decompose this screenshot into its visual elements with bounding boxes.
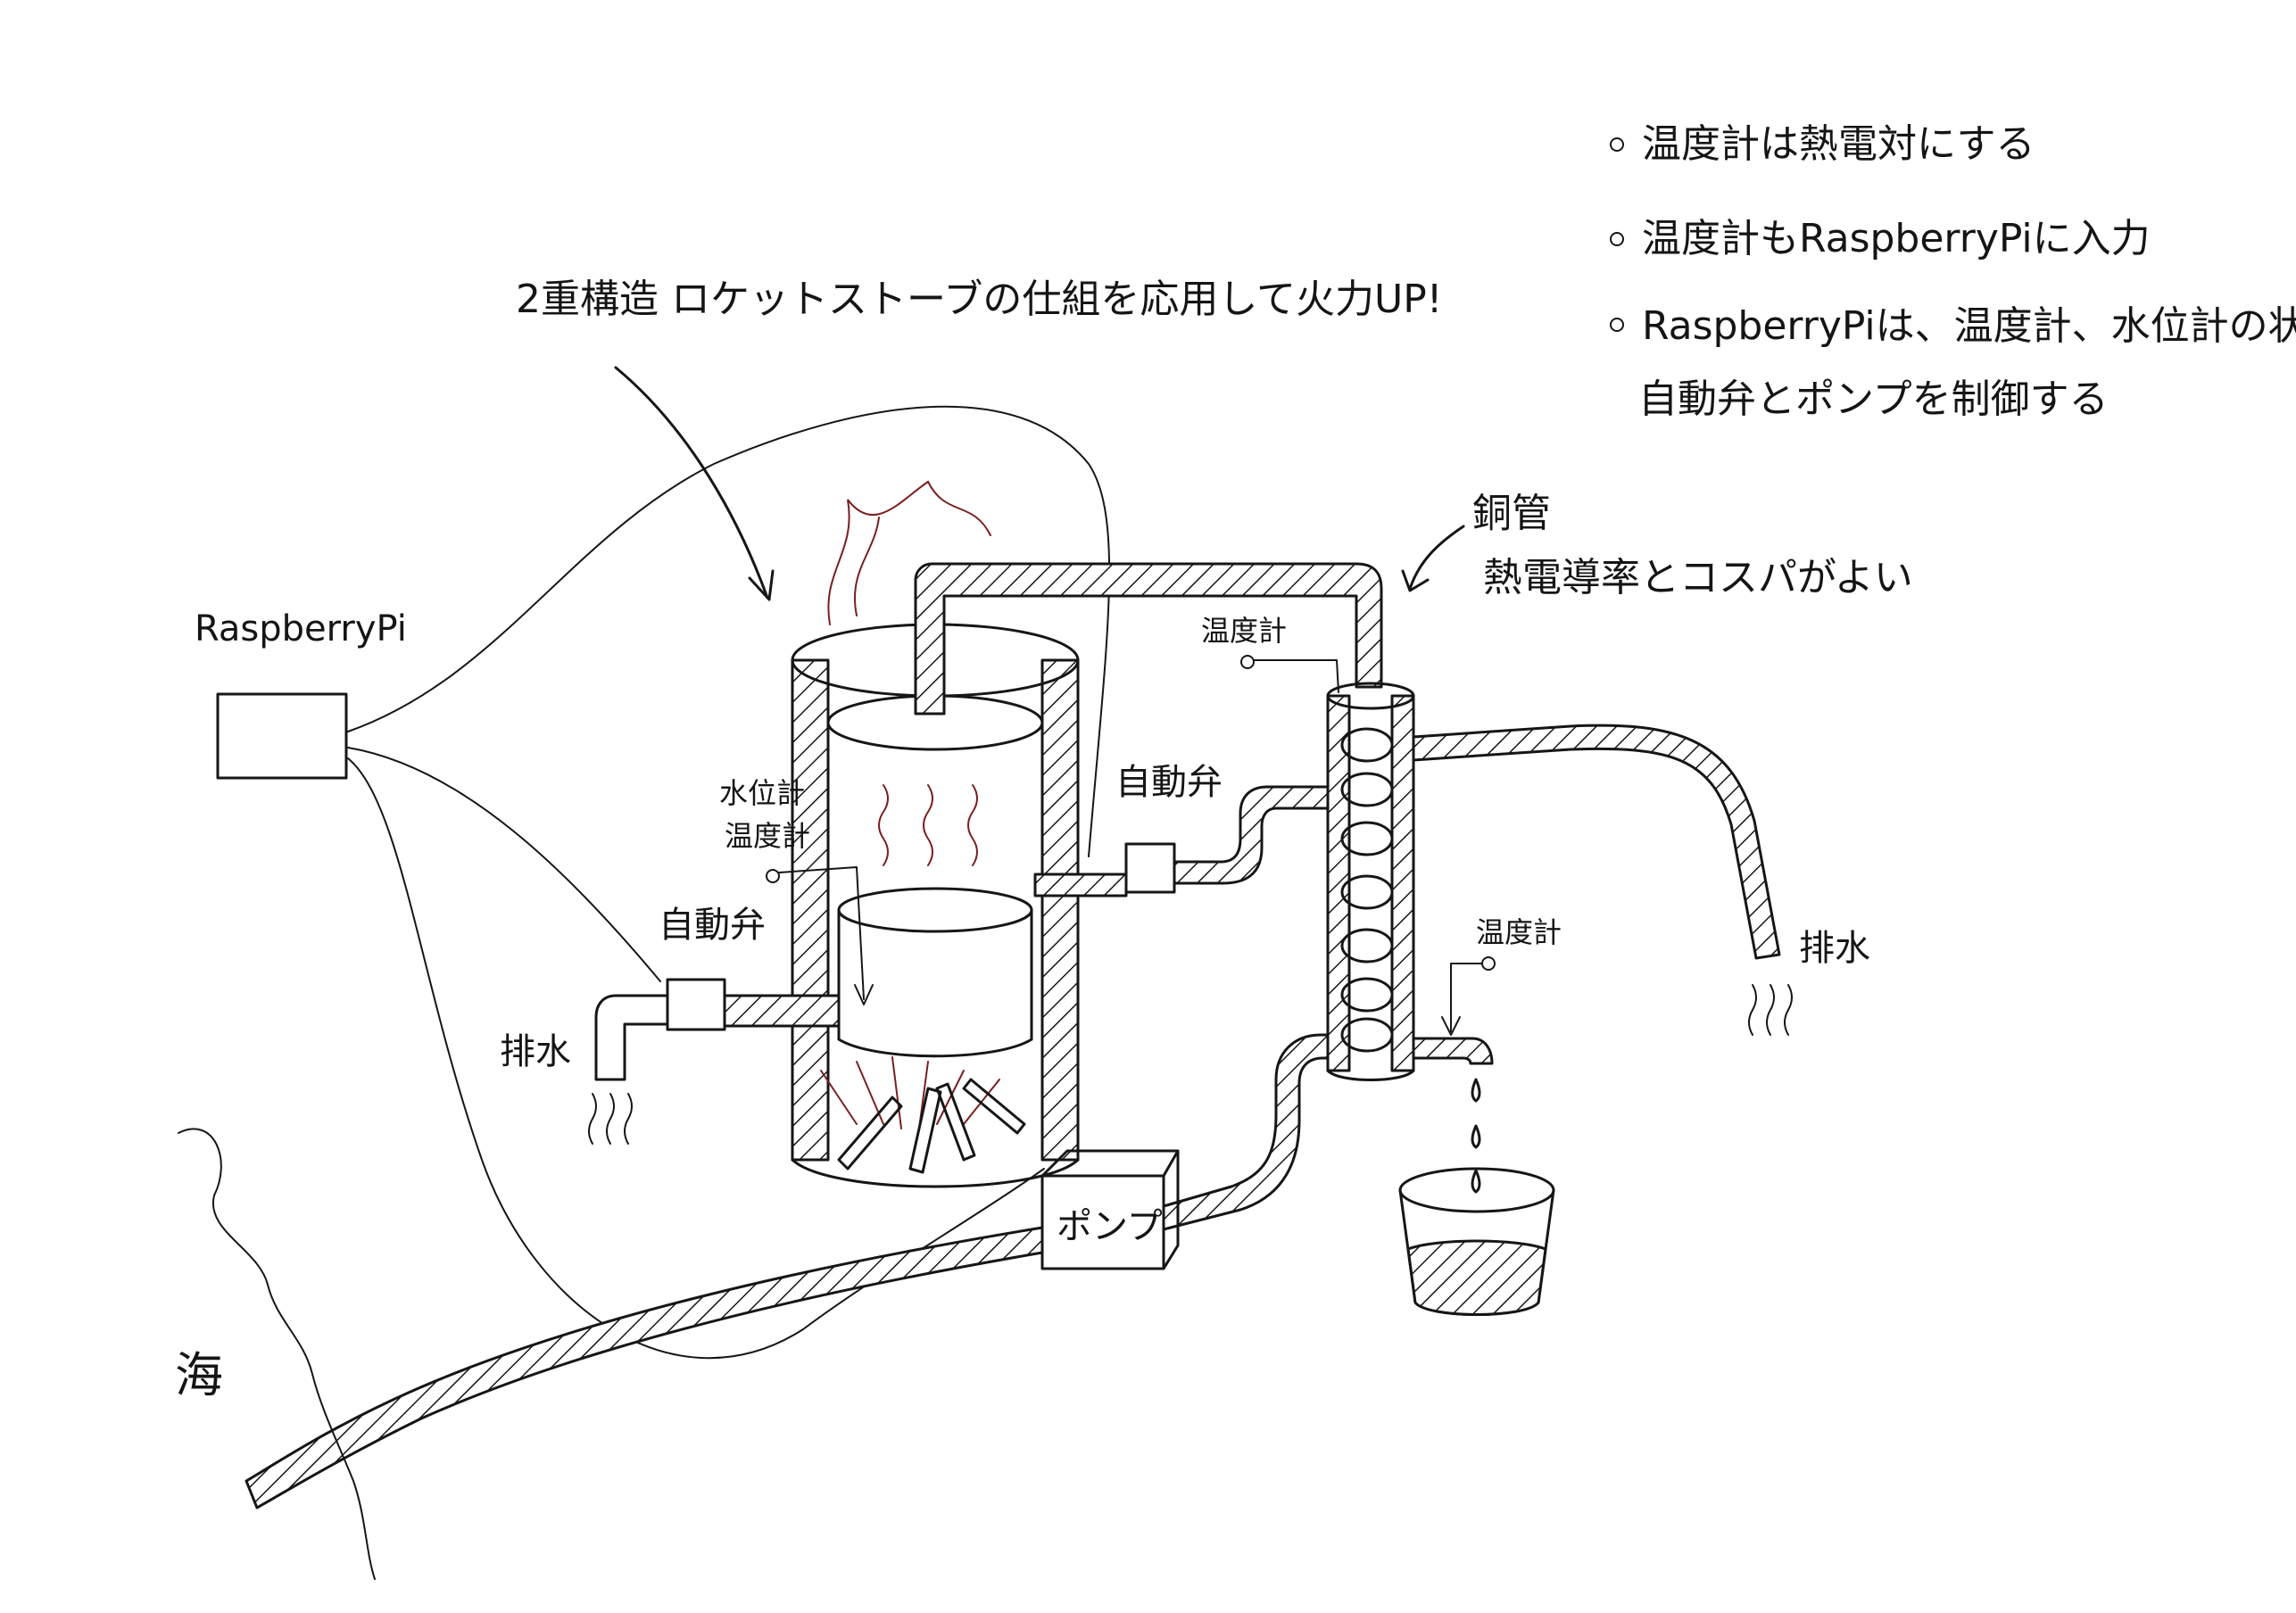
valve-left-label: 自動弁: [659, 905, 766, 946]
valve-right-box: [1126, 844, 1174, 892]
left-outlet-pipe: [725, 996, 839, 1026]
fresh-water-outlet: [1413, 1038, 1492, 1063]
note-1: 温度計は熱電対にする: [1642, 121, 2035, 167]
water-level-meter-label: 水位計: [719, 776, 805, 810]
water-drops-icon: [1472, 1079, 1480, 1192]
valve-right-label: 自動弁: [1115, 762, 1223, 803]
title-arrow: [616, 368, 767, 598]
copper-note-title: 銅管: [1472, 491, 1551, 536]
sea-label: 海: [175, 1347, 223, 1403]
bullet-icon: [1611, 318, 1623, 331]
drain-left-label: 排水: [500, 1031, 571, 1072]
notes-block: 温度計は熱電対にする 温度計もRaspberryPiに入力 RaspberryP…: [1611, 121, 2296, 422]
note-4: 自動弁とポンプを制御する: [1638, 376, 2109, 422]
bullet-icon: [1611, 233, 1623, 245]
left-drain-pipe: [596, 996, 667, 1079]
right-drain-pipe: [1413, 725, 1779, 958]
copper-note-detail: 熱電導率とコスパがよい: [1483, 555, 1913, 600]
thermometer-coil-probe-icon: [1241, 656, 1254, 668]
chimney-pipe: [916, 564, 1381, 714]
pump-to-column-pipe: [1164, 1035, 1328, 1229]
raspberry-pi-label: RaspberryPi: [195, 608, 407, 649]
thermometer-outlet-probe-icon: [1482, 957, 1495, 970]
valve-left-box: [667, 980, 725, 1030]
drain-right-label: 排水: [1799, 928, 1870, 969]
thermometer-coil-label: 温度計: [1201, 614, 1287, 648]
bullet-icon: [1611, 138, 1623, 151]
thermometer-outlet-label: 温度計: [1476, 915, 1562, 949]
note-2: 温度計もRaspberryPiに入力: [1642, 216, 2151, 261]
thermometer-outlet-lead: [1451, 964, 1482, 1031]
raspberry-pi-box: [218, 694, 346, 778]
title-note: 2重構造 ロケットストーブの仕組を応用して火力UP!: [516, 277, 1442, 322]
steam-pipe-in: [1035, 874, 1126, 896]
drain-left-water-icon: [589, 1094, 632, 1144]
thermometer-coil-lead: [1254, 660, 1339, 692]
title-arrow-head-icon: [750, 571, 773, 600]
sea-intake-pipe: [246, 1228, 1042, 1508]
thermometer-tank-label: 温度計: [725, 819, 810, 853]
fire-icon: [821, 1057, 1024, 1172]
wire-to-left-valve: [348, 748, 660, 981]
thermometer-tank-probe-icon: [767, 870, 779, 882]
copper-coil-condenser: [1328, 683, 1413, 1080]
drain-right-water-icon: [1749, 985, 1792, 1035]
pump-label: ポンプ: [1057, 1206, 1163, 1247]
copper-arrow: [1410, 526, 1463, 589]
note-3: RaspberryPiは、温度計、水位計の状態で: [1642, 303, 2296, 349]
copper-note: 銅管 熱電導率とコスパがよい: [1472, 491, 1913, 600]
